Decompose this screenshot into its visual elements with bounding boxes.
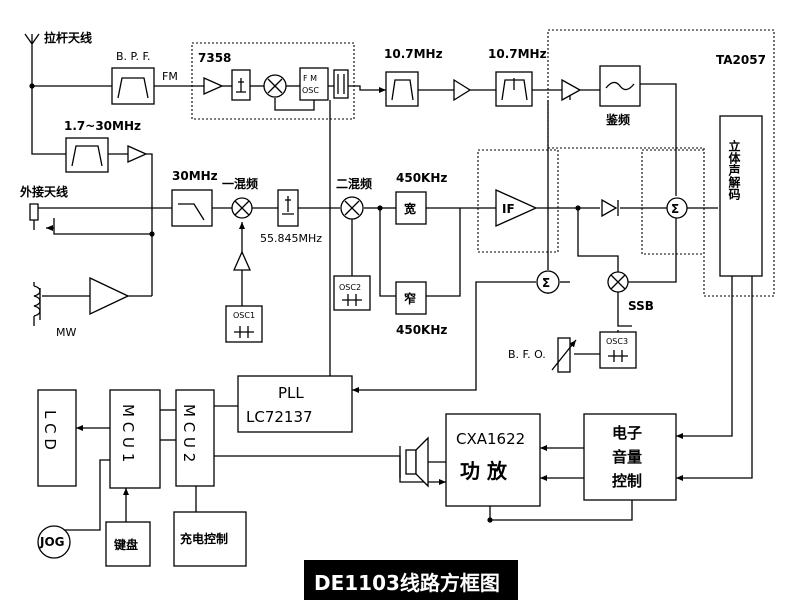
pll-block — [237, 375, 353, 433]
osc1-block — [225, 305, 263, 343]
pll-label: PLL — [278, 384, 304, 402]
bfo-label: B. F. O. — [508, 348, 546, 361]
osc2-label: OSC2 — [339, 283, 361, 292]
fm-rf-amp — [203, 76, 224, 96]
osc1-label: OSC1 — [233, 311, 255, 320]
osc2-block — [333, 275, 371, 311]
external-antenna-jack-icon — [29, 203, 39, 230]
narrow-filter — [395, 281, 427, 315]
osc3-label: OSC3 — [606, 337, 628, 346]
sum-node-agc: Σ — [536, 270, 560, 294]
fm-label: FM — [162, 70, 178, 83]
mixer2 — [340, 196, 364, 220]
lpf-30mhz — [171, 189, 213, 227]
external-antenna-label: 外接天线 — [20, 184, 68, 199]
osc3-block — [599, 331, 637, 369]
power-amp-label: 功 放 — [460, 459, 508, 483]
wide-filter — [395, 191, 427, 225]
mcu1-label: M C U 1 — [119, 404, 137, 462]
volume-label-1: 电子 — [612, 424, 642, 442]
power-amp-block — [445, 413, 541, 507]
stereo-decoder-label: 立体声解码 — [727, 139, 741, 201]
if-amp-b — [561, 78, 582, 102]
chip-7358-outline — [191, 42, 355, 120]
chip-7358-label: 7358 — [198, 51, 231, 65]
fm-mixer — [263, 74, 287, 98]
band-1-7-30-label: 1.7~30MHz — [64, 119, 141, 133]
charge-control-label: 充电控制 — [180, 531, 228, 546]
freq-10-7-a-label: 10.7MHz — [384, 47, 443, 61]
svg-text:Σ: Σ — [671, 202, 679, 216]
mixer1 — [231, 197, 253, 219]
charge-control-block — [173, 511, 247, 567]
antenna-icon — [24, 33, 40, 50]
if-amp-a — [453, 78, 472, 102]
ta2057-label: TA2057 — [716, 53, 766, 67]
fm-discriminator — [599, 65, 641, 107]
freq-450-top-label: 450KHz — [396, 171, 447, 185]
ssb-label: SSB — [628, 299, 654, 313]
am-detector-diode — [601, 198, 619, 218]
fm-osc-label-1: F M — [303, 74, 317, 83]
power-amp-chip-label: CXA1622 — [456, 430, 525, 448]
keyboard-label: 键盘 — [113, 537, 138, 552]
freq-450-bottom-label: 450KHz — [396, 323, 447, 337]
sw-amp — [127, 144, 148, 164]
bfo-potentiometer-icon — [551, 337, 577, 373]
speaker-icon — [399, 436, 429, 488]
if-label: IF — [502, 202, 515, 216]
filter-30mhz-label: 30MHz — [172, 169, 218, 183]
lcd-block — [37, 389, 77, 487]
svg-text:Σ: Σ — [542, 276, 550, 290]
jog-dial: JOG — [37, 525, 71, 559]
mw-amp — [89, 276, 130, 316]
mixer2-label: 二混频 — [336, 176, 372, 191]
if-section-outline — [477, 149, 559, 253]
title-box — [304, 560, 518, 600]
freq-55-845-label: 55.845MHz — [260, 232, 322, 245]
page-title: DE1103线路方框图 — [314, 571, 500, 595]
bpf-filter — [111, 67, 155, 105]
jog-label: JOG — [39, 535, 65, 549]
volume-label-3: 控制 — [612, 472, 642, 490]
filter-10-7-a — [385, 71, 419, 107]
wide-label: 宽 — [403, 201, 416, 216]
stereo-decoder — [719, 115, 763, 277]
sum-node-main: Σ — [666, 197, 688, 219]
osc1-buffer — [232, 250, 252, 271]
mw-label: MW — [56, 326, 76, 339]
ssb-mixer — [607, 271, 629, 293]
fm-osc-block — [299, 67, 329, 101]
narrow-label: 窄 — [404, 291, 416, 306]
fm-osc-label-2: OSC — [302, 86, 319, 95]
mixer1-label: 一混频 — [222, 176, 258, 191]
lcd-label: L C D — [41, 410, 59, 450]
volume-label-2: 音量 — [612, 448, 642, 466]
mcu2-block — [175, 389, 215, 487]
bpf-label: B. P. F. — [116, 50, 151, 63]
sw-bpf — [65, 137, 109, 173]
mcu1-block — [109, 389, 161, 489]
pll-chip-label: LC72137 — [246, 408, 313, 426]
det-section-outline — [641, 149, 705, 255]
if-amplifier — [495, 188, 538, 228]
mcu2-label: M C U 2 — [180, 404, 198, 462]
discriminator-label: 鉴频 — [605, 112, 630, 127]
volume-control-block — [583, 413, 677, 501]
keyboard-block — [105, 521, 151, 567]
freq-10-7-b-label: 10.7MHz — [488, 47, 547, 61]
antenna-rod-label: 拉杆天线 — [44, 30, 92, 45]
mw-coil-icon — [33, 282, 48, 326]
